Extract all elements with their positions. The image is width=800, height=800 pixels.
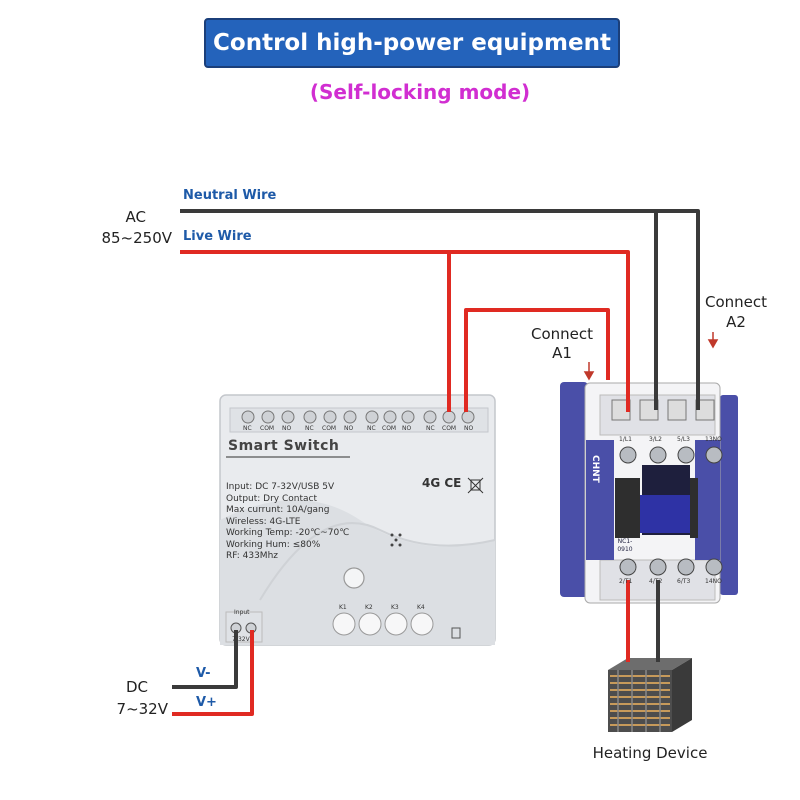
live-wire [180, 250, 630, 412]
terminal-label: NC [367, 425, 376, 432]
k1-label: K1 [339, 604, 347, 611]
contactor-brand: CHNT [590, 455, 600, 483]
spec-rf: RF: 433Mhz [226, 551, 278, 561]
terminal-label: 3/L2 [649, 436, 662, 443]
terminal-label: 6/T3 [677, 578, 691, 585]
smart-switch-module [219, 394, 496, 646]
contactor-model-line1: NC1- [617, 538, 633, 545]
heating-device-label: Heating Device [592, 744, 708, 762]
terminal-label: COM [322, 425, 337, 432]
spec-working-hum: Working Hum: ≤80% [226, 539, 321, 550]
spec-working-temp: Working Temp: -20℃~70℃ [226, 528, 350, 538]
k3-button [384, 612, 408, 636]
k-button-labels: K1 K2 K3 K4 [334, 604, 434, 612]
spec-output: Output: Dry Contact [226, 493, 317, 504]
input-voltage-label: 7-32V [232, 636, 250, 643]
k4-label: K4 [417, 604, 425, 611]
contactor [560, 382, 738, 604]
spec-input: Input: DC 7-32V/USB 5V [226, 482, 335, 492]
terminal-label: NO [464, 425, 474, 432]
a2-arrow [707, 332, 719, 349]
terminal-label: NO [344, 425, 354, 432]
a1-arrow [583, 362, 595, 381]
terminal-label: COM [382, 425, 397, 432]
terminal-label: 13NO [705, 436, 722, 443]
terminal-label: COM [260, 425, 275, 432]
terminal-label: NO [402, 425, 412, 432]
heating-device [608, 658, 692, 732]
smart-switch-name: Smart Switch [228, 438, 340, 454]
terminal-label: 5/L3 [677, 436, 690, 443]
terminal-label: COM [442, 425, 457, 432]
contactor-model-line2: 0910 [617, 546, 633, 553]
k2-label: K2 [365, 604, 373, 611]
ac-voltage-label: 85~250V [101, 229, 172, 247]
connect-a2-label: Connect [704, 293, 768, 311]
terminal-label: 2/T1 [619, 578, 633, 585]
v-plus-label: V+ [196, 695, 217, 710]
v-minus-label: V- [196, 666, 211, 681]
ac-label: AC [125, 208, 146, 226]
k3-label: K3 [391, 604, 399, 611]
k1-button [332, 612, 356, 636]
dc-label: DC [125, 678, 148, 696]
a1-label: A1 [552, 344, 572, 362]
terminal-label: 4/T2 [649, 578, 663, 585]
terminal-label: NO [282, 425, 292, 432]
spec-max-current: Max currunt: 10A/gang [226, 505, 330, 515]
dc-voltage-label: 7~32V [116, 700, 168, 718]
terminal-label: 1/L1 [619, 436, 632, 443]
k2-button [358, 612, 382, 636]
cert-marks: 4G CE [422, 476, 462, 490]
a2-label: A2 [726, 313, 746, 331]
input-label: Input [234, 609, 250, 616]
terminal-label: NC [426, 425, 435, 432]
dc-negative-wire [172, 630, 238, 689]
contactor-top-terminal-labels: 1/L1 3/L2 5/L3 13NO [615, 436, 725, 444]
connect-a1-label: Connect [530, 325, 594, 343]
spec-list: Input: DC 7-32V/USB 5V Output: Dry Conta… [226, 482, 349, 563]
terminal-label: 14NO [705, 578, 722, 585]
spec-wireless: Wireless: 4G-LTE [226, 516, 301, 527]
no-to-a1-wire [464, 308, 610, 412]
k4-button [410, 612, 434, 636]
terminal-labels-row: NC COM NO NC COM NO NC COM NO NC COM NO [240, 425, 480, 433]
neutral-wire [180, 209, 700, 410]
diagram-subtitle: (Self-locking mode) [309, 80, 531, 104]
live-wire-label: Live Wire [183, 229, 252, 244]
contactor-bottom-terminal-labels: 2/T1 4/T2 6/T3 14NO [615, 578, 725, 586]
dc-positive-wire [172, 630, 254, 716]
terminal-label: NC [243, 425, 252, 432]
diagram-title: Control high-power equipment [204, 18, 620, 68]
pair-button [343, 567, 365, 589]
neutral-wire-label: Neutral Wire [183, 188, 277, 203]
terminal-label: NC [305, 425, 314, 432]
